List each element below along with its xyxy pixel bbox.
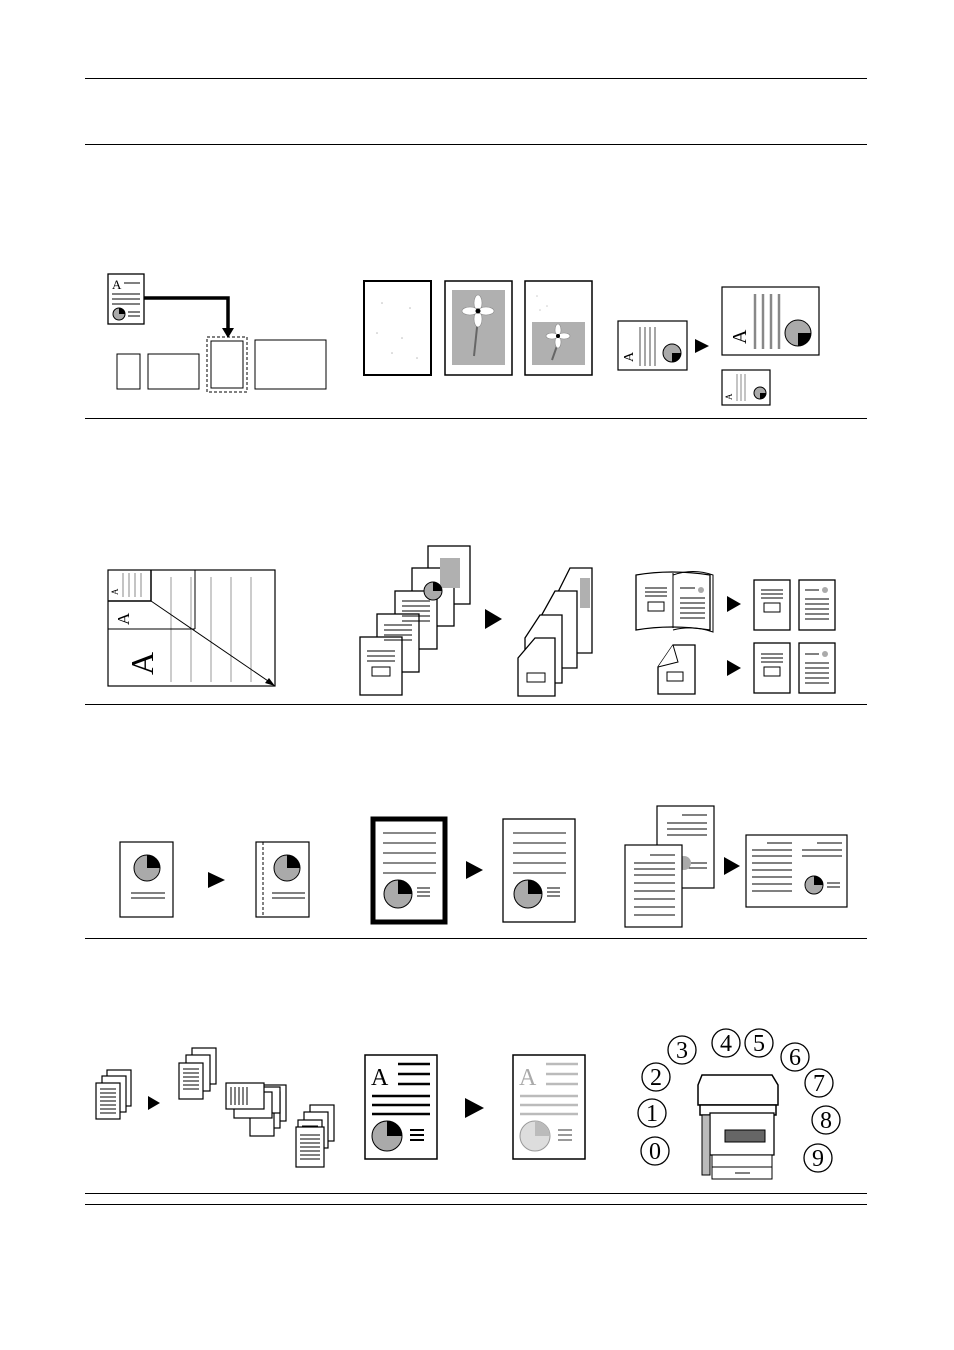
rule-2 (85, 418, 867, 419)
image-quality-illustration (362, 278, 597, 380)
digit-5-bubble: 5 (753, 1031, 765, 1057)
zoom-illustration: A A A (615, 284, 825, 408)
digit-4-bubble: 4 (720, 1031, 732, 1057)
digit-3-bubble: 3 (676, 1038, 688, 1064)
digit-0-bubble: 0 (649, 1139, 661, 1165)
letter-a: A (622, 351, 637, 362)
sort-illustration (92, 1045, 342, 1173)
border-erase-illustration (370, 816, 585, 926)
rule-3 (85, 704, 867, 705)
duplex-illustration (355, 543, 600, 698)
rule-1 (85, 144, 867, 145)
xy-zoom-illustration: A A A (105, 567, 280, 692)
paper-selection-illustration: A (100, 268, 340, 398)
bottom-rule (85, 1204, 867, 1205)
letter-a: A (114, 612, 133, 625)
letter-a: A (371, 1065, 389, 1091)
letter-a: A (724, 393, 734, 400)
density-illustration: A A (362, 1052, 592, 1164)
combine-illustration (622, 803, 852, 931)
digit-7-bubble: 7 (813, 1071, 825, 1097)
digit-1-bubble: 1 (646, 1101, 658, 1127)
letter-a-light: A (519, 1065, 537, 1091)
digit-6-bubble: 6 (789, 1045, 801, 1071)
letter-a: A (729, 329, 751, 344)
letter-a: A (110, 588, 120, 595)
speed-dial-illustration: 0 1 2 3 4 5 6 7 8 9 (630, 1025, 845, 1185)
margin-illustration (117, 838, 317, 920)
top-rule (85, 78, 867, 79)
digit-8-bubble: 8 (820, 1108, 832, 1134)
rule-5 (85, 1193, 867, 1194)
digit-2-bubble: 2 (650, 1065, 662, 1091)
digit-9-bubble: 9 (812, 1146, 824, 1172)
split-copy-illustration (633, 570, 843, 700)
rule-4 (85, 938, 867, 939)
letter-a: A (112, 277, 122, 292)
letter-a: A (124, 652, 160, 675)
